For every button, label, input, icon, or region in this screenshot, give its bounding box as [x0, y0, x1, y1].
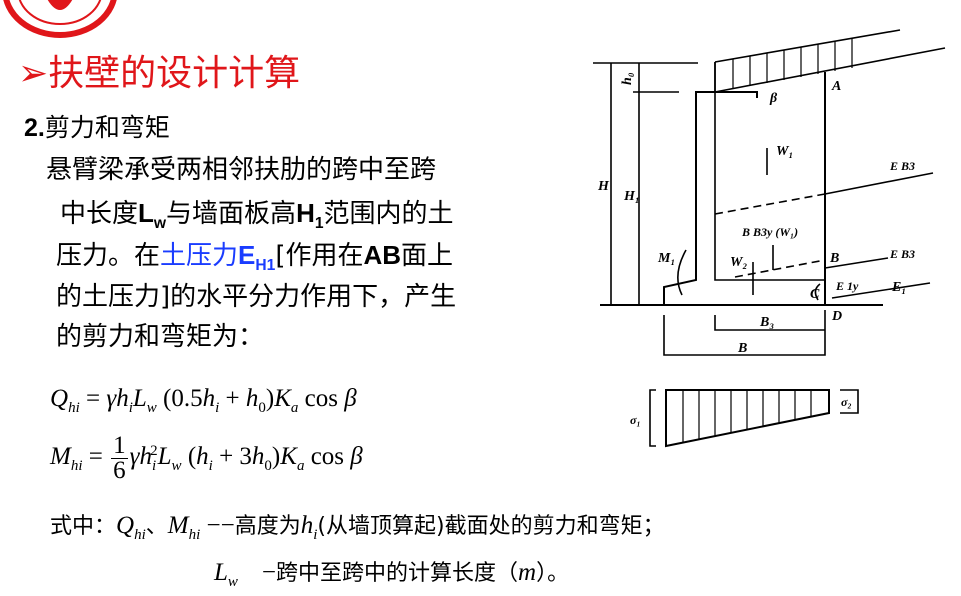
paragraph-line-2: 中长度Lw与墙面板高H1范围内的土	[60, 198, 454, 233]
svg-text:B B3y (W₁): B B3y (W₁)	[741, 225, 798, 239]
paragraph-line-5: 的剪力和弯矩为：	[56, 322, 265, 352]
svg-text:E 1y: E 1y	[835, 279, 859, 293]
paragraph-line-1: 悬臂梁承受两相邻扶肋的跨中至跨	[46, 155, 437, 185]
svg-text:E B3: E B3	[889, 247, 915, 261]
paragraph-line-3: 压力。在土压力EH1[作用在AB面上	[56, 240, 454, 275]
svg-text:β: β	[769, 91, 778, 106]
svg-text:B₃: B₃	[759, 315, 774, 330]
svg-text:h₀: h₀	[620, 72, 635, 85]
paragraph-line-4: 的土压力]的水平分力作用下，产生	[56, 282, 457, 312]
svg-text:H₁: H₁	[623, 189, 640, 204]
university-logo	[3, 0, 117, 38]
legend-line-2: Lw−跨中至跨中的计算长度（m）。	[214, 559, 570, 590]
svg-text:C: C	[810, 287, 820, 302]
section-heading: 2.剪力和弯矩	[24, 113, 170, 142]
svg-text:H: H	[597, 179, 610, 194]
svg-text:σ₁: σ₁	[630, 413, 641, 427]
svg-text:B: B	[829, 251, 839, 266]
svg-text:M₁: M₁	[657, 251, 675, 266]
svg-text:σ₂: σ₂	[841, 395, 852, 409]
svg-text:W₂: W₂	[730, 255, 747, 270]
svg-text:E₁: E₁	[891, 280, 906, 295]
svg-text:E B3: E B3	[889, 159, 915, 173]
svg-text:A: A	[831, 79, 841, 94]
bullet-arrow-icon: ➢	[18, 53, 49, 94]
svg-text:D: D	[831, 309, 842, 324]
svg-text:W₁: W₁	[776, 144, 793, 159]
legend-line-1: 式中：Qhi、Mhi −−高度为hi(从墙顶算起)截面处的剪力和弯矩；	[50, 512, 665, 543]
slide-title: ➢扶壁的设计计算	[18, 53, 301, 94]
svg-text:B: B	[737, 341, 747, 356]
shear-formula: Qhi = γhiLw (0.5hi + h0)Ka cos β	[50, 385, 357, 416]
